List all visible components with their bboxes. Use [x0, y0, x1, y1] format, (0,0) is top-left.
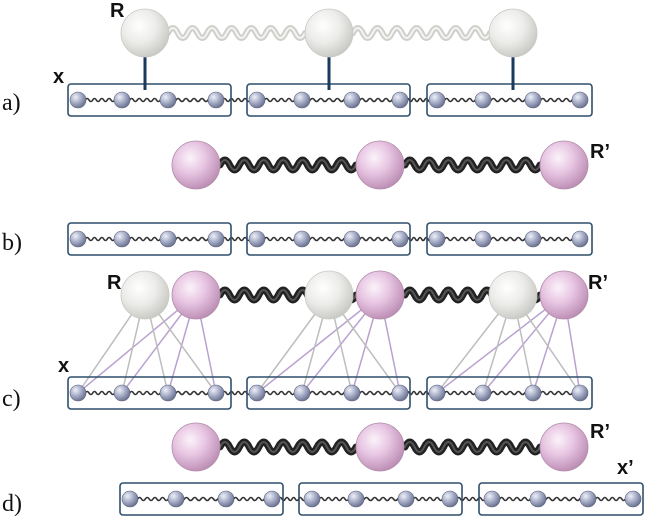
- label-Rprime-c: R’: [588, 272, 608, 294]
- atom-bead: [474, 91, 492, 109]
- atom-group-box: [67, 83, 232, 117]
- atom-bead: [474, 384, 492, 402]
- atom-bead: [113, 91, 131, 109]
- atom-bead: [391, 91, 409, 109]
- atom-beads: [69, 91, 642, 508]
- cg-bead-pink: [355, 270, 405, 320]
- panel-label-b: b): [2, 230, 22, 256]
- cg-bead-gray: [488, 8, 538, 58]
- atom-bead: [397, 490, 415, 508]
- atom-group-box: [426, 83, 593, 117]
- cg-bead-pink: [171, 422, 221, 472]
- atom-bead: [167, 490, 185, 508]
- atom-bead: [391, 230, 409, 248]
- atom-bead: [579, 490, 597, 508]
- cg-spring-highlight: [404, 441, 541, 453]
- atom-bead: [524, 230, 542, 248]
- atom-bead: [207, 384, 225, 402]
- atom-bead: [293, 384, 311, 402]
- cg-bead-pink: [355, 140, 405, 190]
- atom-bead: [428, 384, 446, 402]
- cg-spring-highlight: [404, 159, 541, 171]
- atom-group-box: [298, 482, 463, 516]
- atom-bead: [263, 490, 281, 508]
- atom-bead: [391, 384, 409, 402]
- atom-bead: [428, 230, 446, 248]
- atom-bead: [217, 490, 235, 508]
- cg-bead-gray: [120, 270, 170, 320]
- atom-bead: [293, 230, 311, 248]
- atom-bead: [343, 91, 361, 109]
- atom-group-box: [246, 376, 411, 410]
- atom-bead: [343, 230, 361, 248]
- label-Rprime-b: R’: [590, 141, 610, 163]
- cg-bead-pink: [539, 422, 589, 472]
- atom-bead: [248, 230, 266, 248]
- atom-bead: [113, 384, 131, 402]
- atom-bead: [483, 490, 501, 508]
- atom-bead: [441, 490, 459, 508]
- label-xprime-d: x’: [617, 457, 634, 479]
- atom-bead: [571, 384, 589, 402]
- atom-group-box: [426, 222, 593, 256]
- panel-label-c: c): [2, 386, 21, 412]
- label-R-c: R: [107, 272, 122, 294]
- atom-spring: [175, 496, 227, 502]
- cg-spring-highlight: [219, 159, 357, 171]
- atom-group-box: [426, 376, 593, 410]
- atom-group-box: [67, 376, 232, 410]
- atom-bead: [571, 230, 589, 248]
- atom-bead: [343, 384, 361, 402]
- cg-bead-pink: [171, 270, 221, 320]
- atom-group-box: [478, 482, 644, 516]
- panel-label-a: a): [2, 90, 21, 116]
- atom-bead: [207, 91, 225, 109]
- atom-bead: [248, 384, 266, 402]
- label-R-a: R: [110, 0, 125, 22]
- cg-bead-pink: [355, 422, 405, 472]
- atom-group-box: [119, 482, 284, 516]
- atom-bead: [113, 230, 131, 248]
- coarse-grained-beads: [120, 8, 589, 472]
- label-x-a: x: [53, 66, 64, 88]
- cg-bead-gray: [304, 8, 354, 58]
- atom-bead: [347, 490, 365, 508]
- atom-bead: [529, 490, 547, 508]
- cg-bead-gray: [120, 8, 170, 58]
- atom-bead: [293, 91, 311, 109]
- panel-label-d: d): [2, 491, 22, 517]
- atom-bead: [624, 490, 642, 508]
- atom-bead: [159, 384, 177, 402]
- atom-group-box: [246, 222, 411, 256]
- cg-bead-gray: [488, 270, 538, 320]
- atom-bead: [524, 91, 542, 109]
- atom-bead: [474, 230, 492, 248]
- cg-spring-highlight: [167, 27, 306, 39]
- cg-bead-pink: [539, 140, 589, 190]
- atom-bead: [159, 91, 177, 109]
- atom-bead: [69, 384, 87, 402]
- label-Rprime-d: R’: [590, 421, 610, 443]
- atom-group-box: [67, 222, 232, 256]
- atom-bead: [159, 230, 177, 248]
- atom-bead: [69, 91, 87, 109]
- atom-bead: [524, 384, 542, 402]
- cg-spring-highlight: [219, 441, 357, 453]
- cg-bead-gray: [304, 270, 354, 320]
- atom-bead: [428, 91, 446, 109]
- atom-bead: [303, 490, 321, 508]
- cg-spring-highlight: [352, 27, 491, 39]
- atom-bead: [248, 91, 266, 109]
- atom-bead: [69, 230, 87, 248]
- atom-group-boxes: [67, 83, 644, 516]
- atom-bead: [571, 91, 589, 109]
- label-x-c: x: [58, 355, 69, 377]
- atom-bead: [121, 490, 139, 508]
- cg-bead-pink: [539, 270, 589, 320]
- atom-bead: [207, 230, 225, 248]
- cg-bead-pink: [171, 140, 221, 190]
